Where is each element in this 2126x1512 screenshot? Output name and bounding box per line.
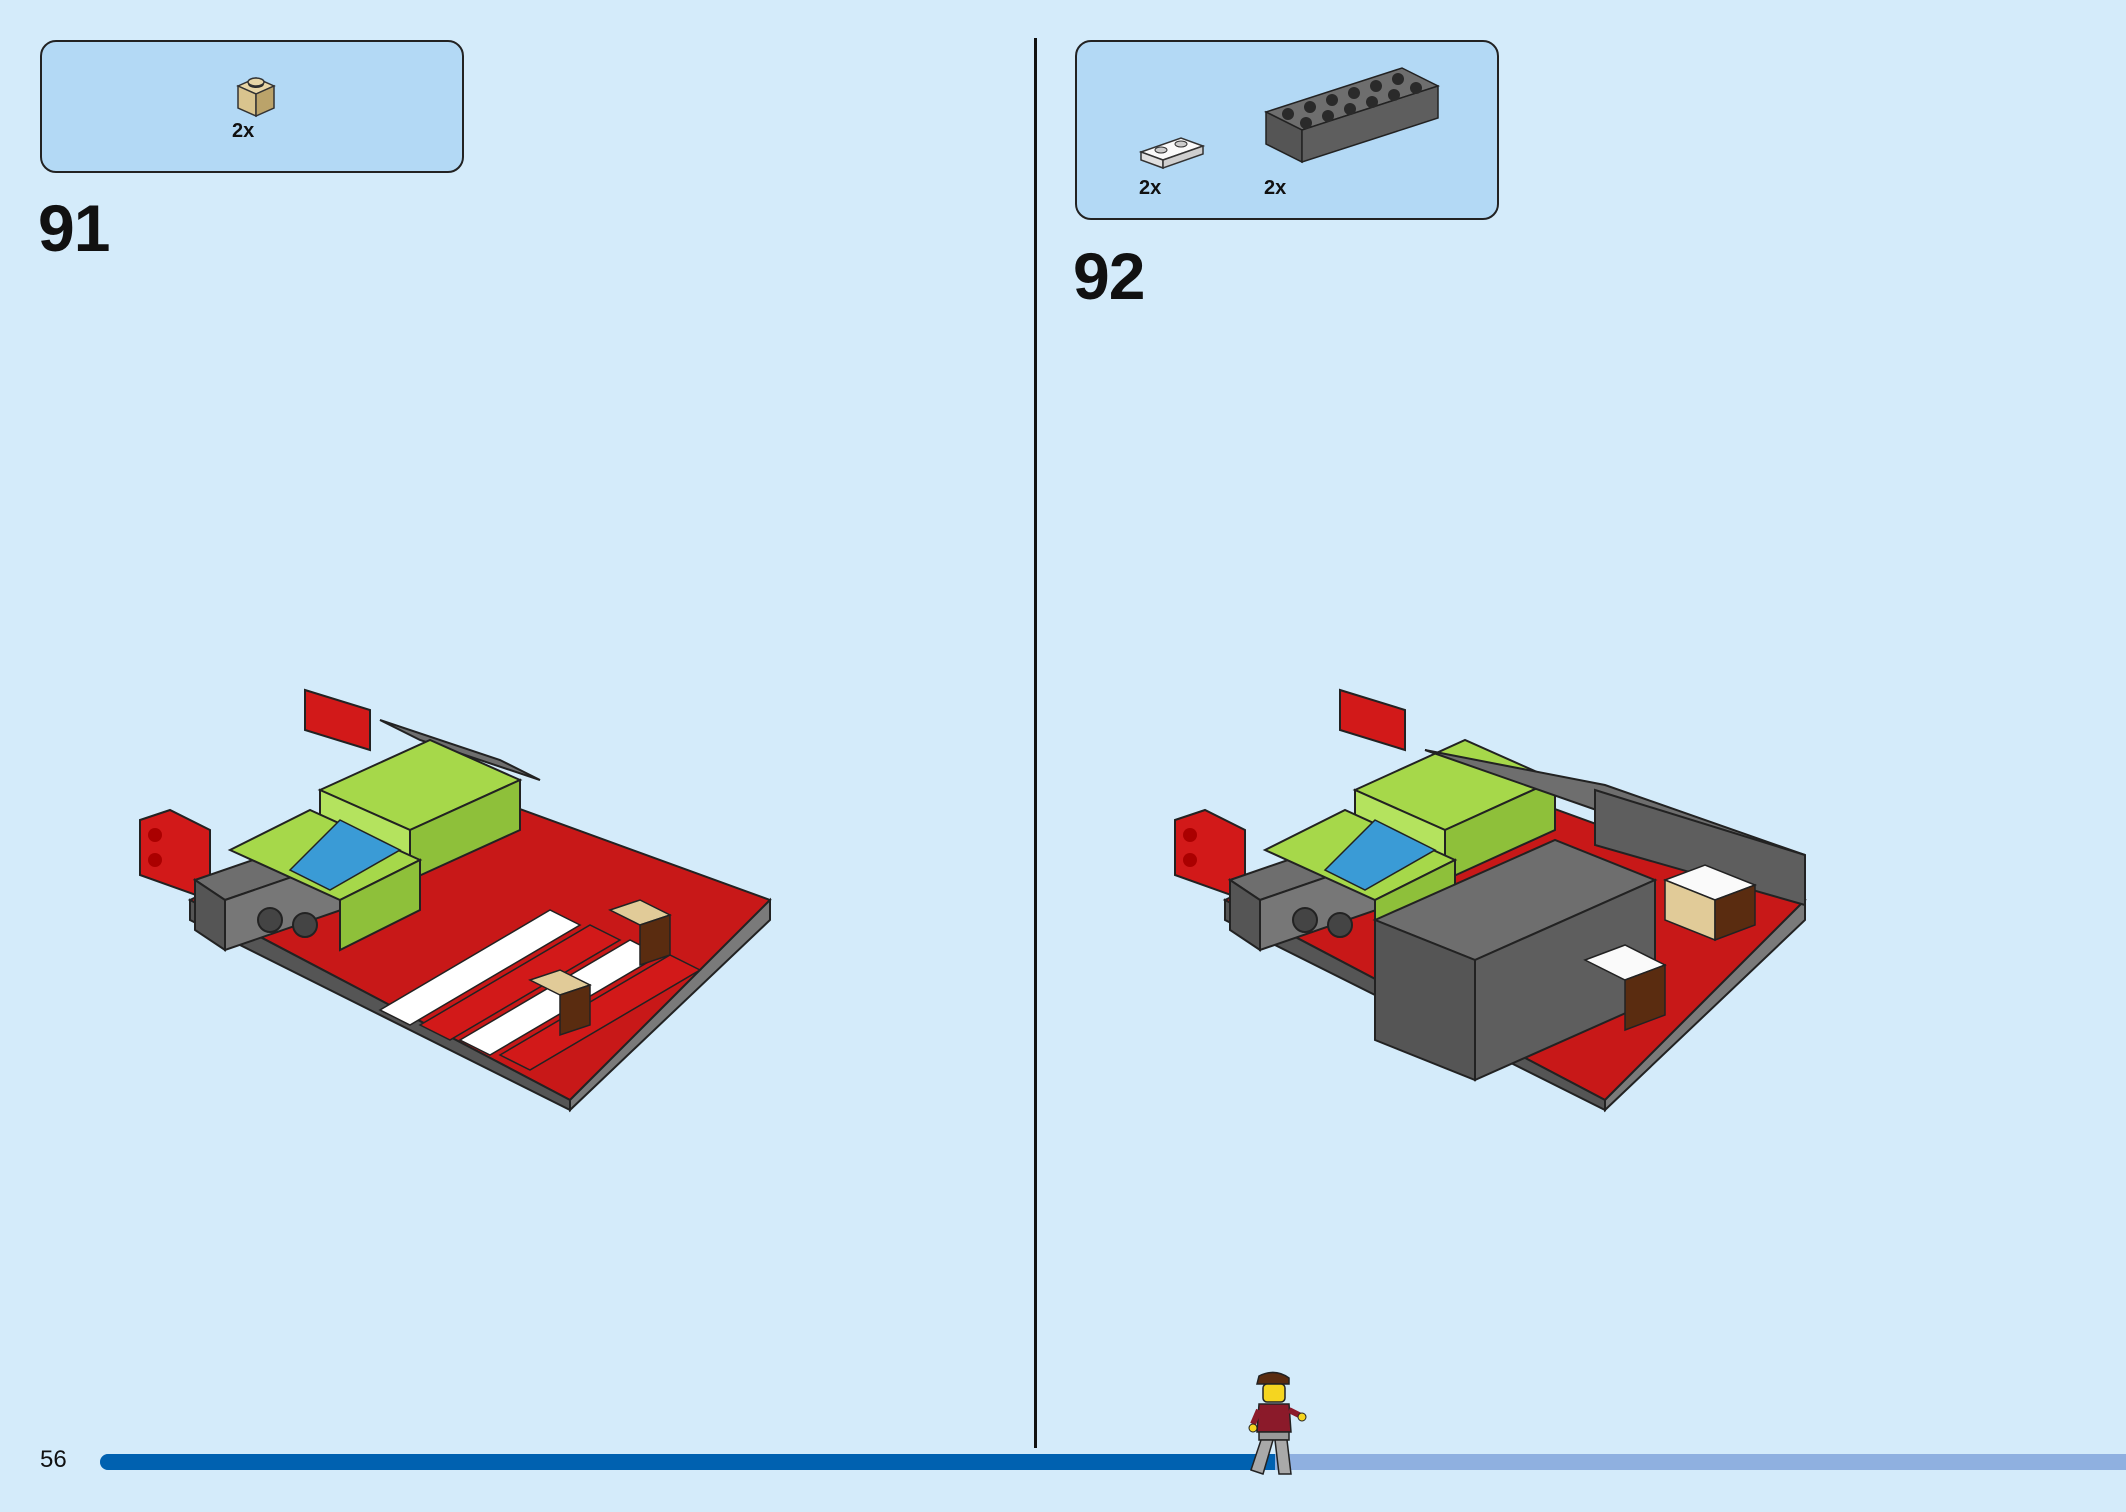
- part-quantity: 2x: [232, 120, 255, 142]
- minifigure-progress-marker-icon: [1248, 1371, 1307, 1475]
- parts-callout-step-92: 2x 2x: [1075, 40, 1499, 220]
- dark-gray-2x6-brick-icon: [1264, 67, 1440, 164]
- parts-callout-step-91: 2x: [40, 40, 464, 173]
- white-1x2-plate-icon: [1138, 137, 1206, 170]
- step-number: 91: [38, 191, 110, 265]
- progress-fill: [100, 1454, 1275, 1470]
- tan-1x1-brick-icon: [236, 77, 276, 118]
- step-91-model-illustration: [139, 688, 772, 1113]
- step-divider: [1034, 38, 1037, 1448]
- step-number: 92: [1073, 239, 1145, 313]
- part-quantity: 2x: [1139, 177, 1162, 199]
- step-92-model-illustration: [1174, 688, 1807, 1113]
- page-number: 56: [40, 1446, 67, 1473]
- part-quantity: 2x: [1264, 177, 1287, 199]
